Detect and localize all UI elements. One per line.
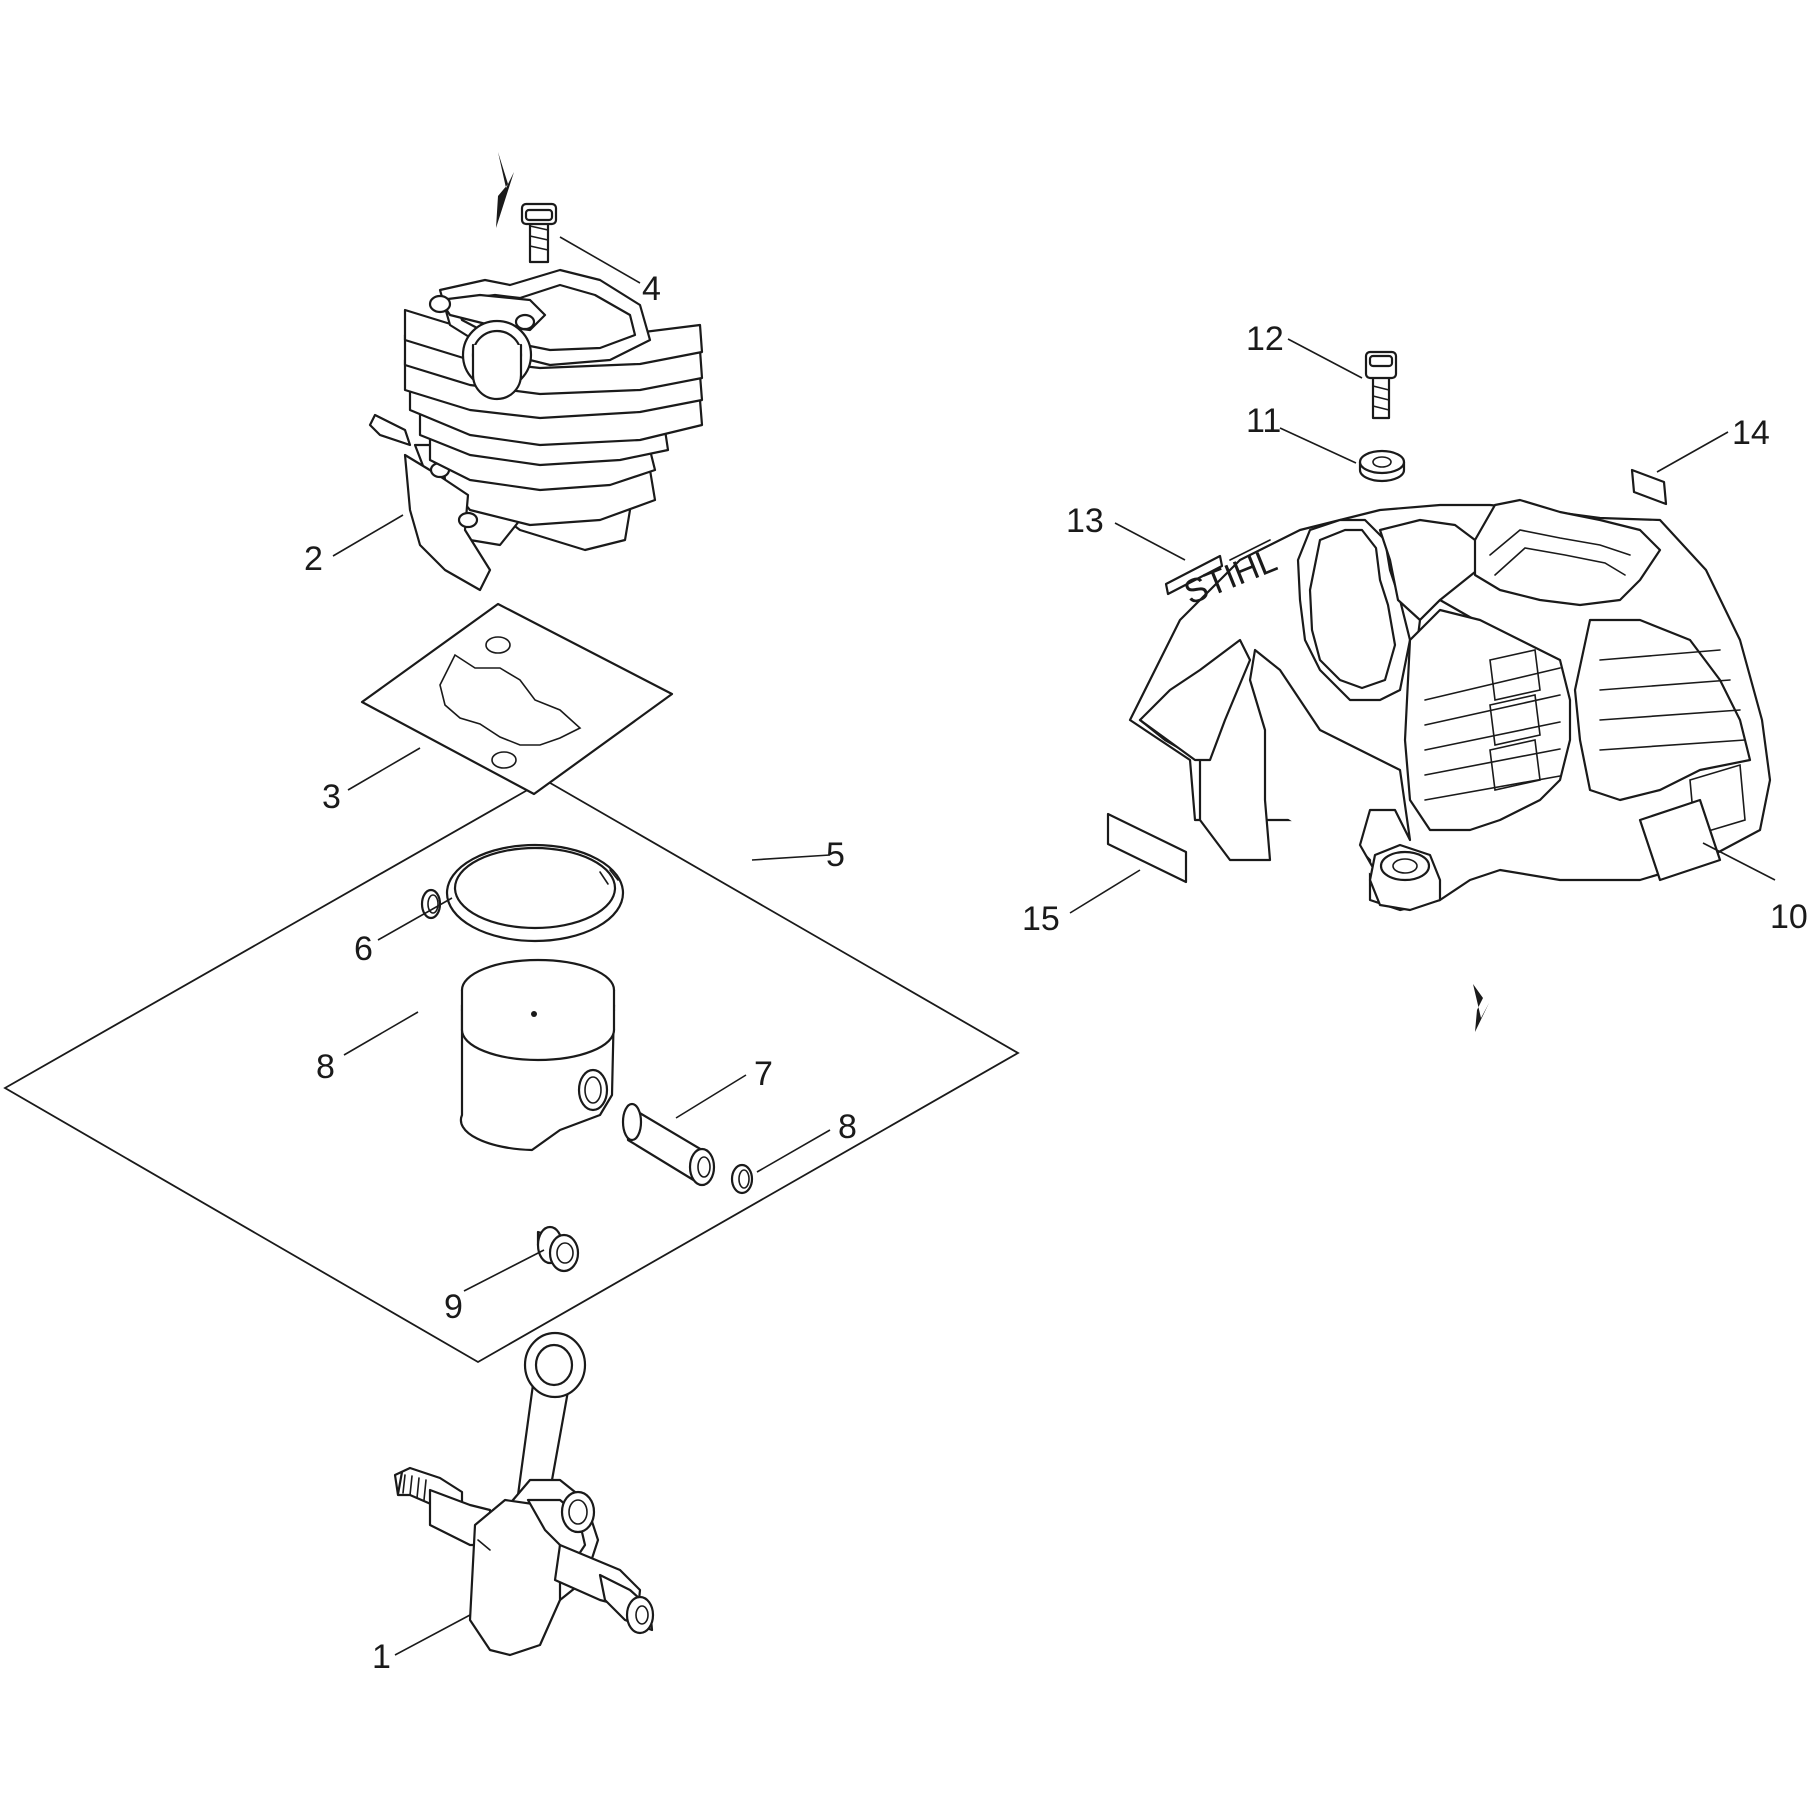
cylinder <box>368 268 704 592</box>
callout-6: 6 <box>354 930 373 968</box>
circlip-right <box>730 1163 754 1195</box>
label-14 <box>1630 468 1668 506</box>
cylinder-shroud: STIHL <box>1128 498 1772 912</box>
callout-11: 11 <box>1246 402 1281 440</box>
callout-15: 15 <box>1022 900 1060 938</box>
callout-7: 7 <box>754 1055 773 1093</box>
direction-arrow-top <box>496 152 514 228</box>
leader-13 <box>1114 522 1186 561</box>
leader-9 <box>463 1249 545 1292</box>
direction-arrow-bottom <box>1473 984 1489 1032</box>
callout-1: 1 <box>372 1638 391 1676</box>
callout-3: 3 <box>322 778 341 816</box>
leader-11 <box>1279 427 1357 464</box>
crankshaft <box>393 1331 655 1657</box>
callout-8-right: 8 <box>838 1108 857 1146</box>
leader-3 <box>347 747 421 791</box>
leader-4 <box>559 236 641 284</box>
callout-8-left: 8 <box>316 1048 335 1086</box>
cover-bolt <box>1364 350 1398 420</box>
leader-14 <box>1656 431 1729 473</box>
callout-2: 2 <box>304 540 323 578</box>
callout-5: 5 <box>826 836 845 874</box>
leader-10 <box>1702 842 1776 881</box>
piston <box>459 958 616 1152</box>
washer <box>1358 449 1406 483</box>
leader-1 <box>394 1614 471 1656</box>
leader-6 <box>377 897 453 941</box>
callout-12: 12 <box>1246 320 1284 358</box>
leader-5 <box>751 854 831 861</box>
cylinder-gasket <box>360 602 674 796</box>
cylinder-bolt <box>520 202 558 264</box>
callout-4: 4 <box>642 270 661 308</box>
label-13 <box>1164 554 1224 596</box>
leader-8a <box>343 1011 419 1056</box>
callout-10: 10 <box>1770 898 1808 936</box>
kit-frame <box>3 778 1020 1364</box>
leader-12 <box>1287 338 1363 379</box>
leader-7 <box>675 1074 747 1119</box>
leader-15 <box>1069 869 1141 914</box>
needle-bearing <box>536 1225 580 1273</box>
piston-pin <box>621 1102 716 1187</box>
callout-9: 9 <box>444 1288 463 1326</box>
piston-ring <box>445 843 625 943</box>
callout-14: 14 <box>1732 414 1770 452</box>
callout-13: 13 <box>1066 502 1104 540</box>
leader-8b <box>756 1129 831 1173</box>
label-15 <box>1106 812 1188 884</box>
leader-2 <box>332 514 404 557</box>
